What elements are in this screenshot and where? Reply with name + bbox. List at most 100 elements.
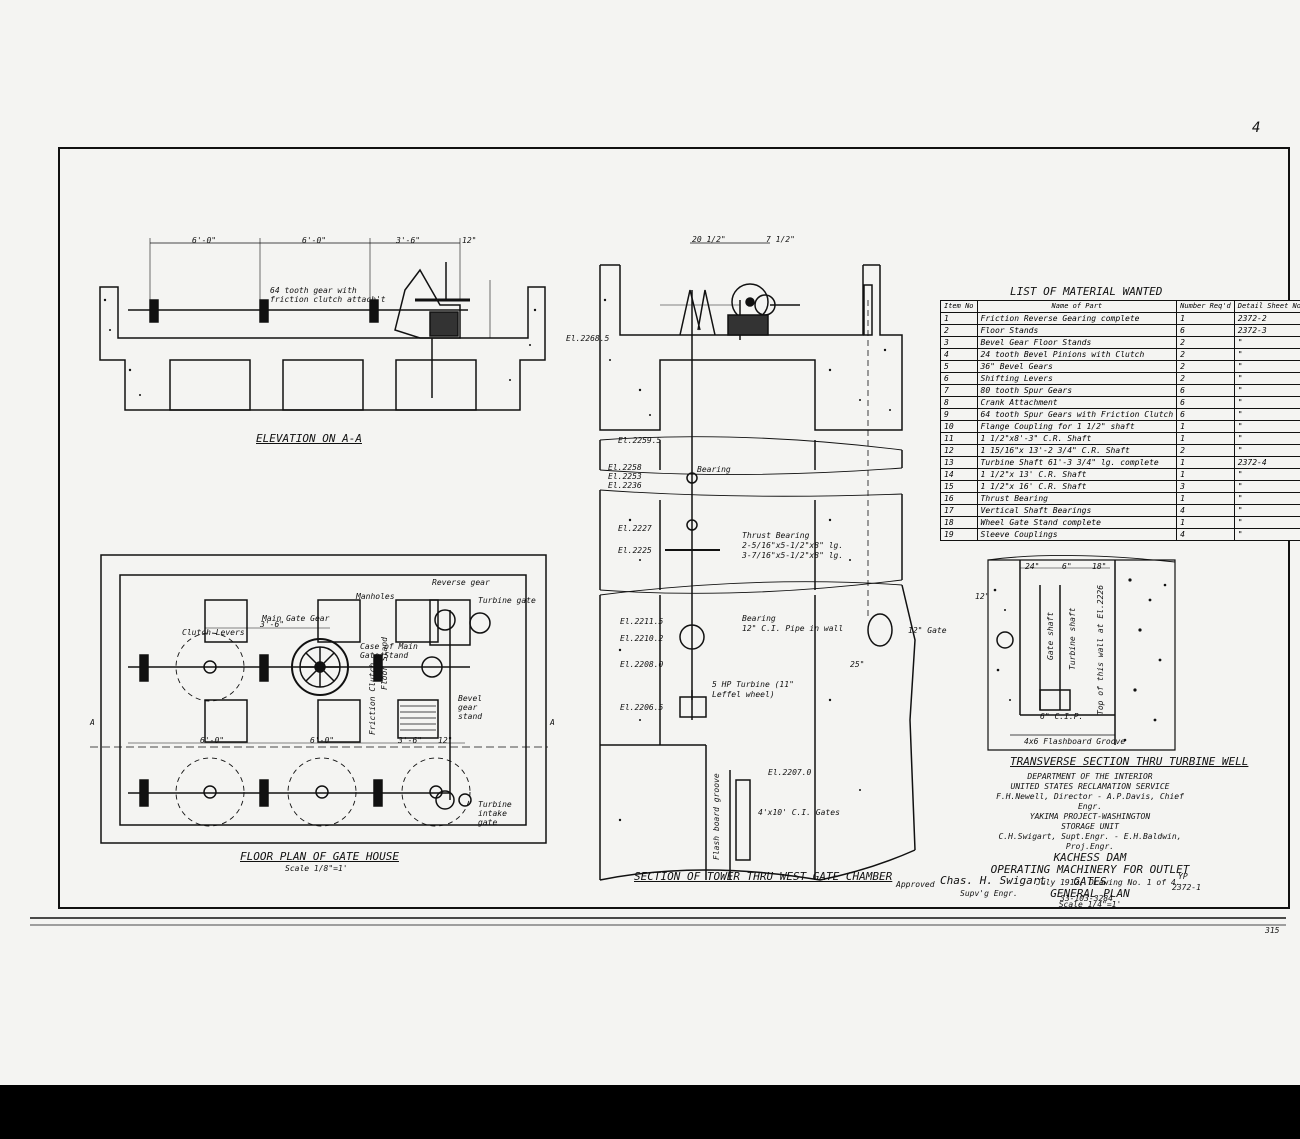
detail-cell: " [1233,492,1300,505]
el-4a-label: El.2227 [618,524,652,533]
cast-label: 6" C.I.P. [1040,712,1084,721]
floor-plan-scale: Scale 1/8"=1' [285,864,348,873]
part-name-cell: Vertical Shaft Bearings [976,504,1178,517]
item-no-cell: 11 [940,432,978,445]
col-number: Number Req'd [1176,300,1235,313]
plan-dim-1: 3'-6" [260,620,285,629]
number-cell: 2 [1176,444,1235,457]
elevation-gear-note: 64 tooth gear with friction clutch attac… [270,286,386,304]
el-6-label: El.2207.0 [768,768,812,777]
thrust-dim-2: 3-7/16"x5-1/2"x8" lg. [742,551,844,560]
col-name: Name of Part [976,300,1178,313]
drawing-linework [30,238,1286,926]
detail-cell: " [1233,444,1300,457]
title-line-6: C.H.Swigart, Supt.Engr. - E.H.Baldwin, P… [998,832,1182,851]
title-line-9: GENERAL PLAN [1050,887,1130,900]
item-no-cell: 15 [940,480,978,493]
clutch-levers-label: Clutch Levers [182,628,245,637]
col-item-no: Item No [940,300,978,313]
part-name-cell: Bevel Gear Floor Stands [976,336,1178,349]
item-no-cell: 9 [940,408,978,421]
elevation-dim-2: 6'-0" [302,236,327,245]
number-cell: 1 [1176,432,1235,445]
detail-cell: " [1233,528,1300,541]
section-mark-right: A [550,718,555,727]
friction-clutch-label: Friction Clutch [368,662,377,735]
turbine-gate-label: Turbine gate [478,596,536,605]
el-5b-label: El.2210.2 [620,634,664,643]
dim25-label: 25" [850,660,865,669]
plan-dim-2: 6'-0" [200,736,225,745]
el-2-label: El.2259.5 [618,436,662,445]
part-name-cell: 80 tooth Spur Gears [976,384,1178,397]
pipe-label: 12" C.I. Pipe in wall [742,624,844,633]
part-name-cell: 1 15/16"x 13'-2 3/4" C.R. Shaft [976,444,1178,457]
signature-title: Supv'g Engr. [960,889,1018,898]
title-line-10: Scale 1/4"=1' [1058,900,1122,909]
trans-dim-4: 12" [975,592,990,601]
tower-section-title: SECTION OF TOWER THRU WEST GATE CHAMBER [634,870,893,883]
corner-mark: 315 [1265,926,1280,935]
trans-dim-2: 6" [1062,562,1072,571]
number-cell: 1 [1176,492,1235,505]
number-cell: 4 [1176,528,1235,541]
item-no-cell: 8 [940,396,978,409]
part-name-cell: Floor Stands [976,324,1178,337]
elevation-dim-3: 3'-6" [396,236,421,245]
title-line-5: STORAGE UNIT [1061,822,1119,831]
part-name-cell: Crank Attachment [976,396,1178,409]
title-line-8: OPERATING MACHINERY FOR OUTLET GATES [990,863,1190,888]
detail-cell: " [1233,516,1300,529]
number-cell: 6 [1176,384,1235,397]
detail-cell: " [1233,348,1300,361]
detail-cell: 2372-3 [1233,324,1300,337]
part-name-cell: Friction Reverse Gearing complete [976,312,1178,325]
item-no-cell: 19 [940,528,978,541]
el-5c-label: El.2208.0 [620,660,664,669]
part-name-cell: 1 1/2"x8'-3" C.R. Shaft [976,432,1178,445]
title-line-1: DEPARTMENT OF THE INTERIOR [1027,772,1153,781]
title-line-4: YAKIMA PROJECT-WASHINGTON [1029,812,1151,821]
number-cell: 4 [1176,504,1235,517]
gates-label: 4'x10' C.I. Gates [758,808,840,817]
sheet-number: 4 [1252,120,1261,136]
drawing-code-2: 2372-1 [1172,883,1201,892]
turbine-label: 5 HP Turbine (11" Leffel wheel) [712,680,794,699]
item-no-cell: 12 [940,444,978,457]
item-no-cell: 10 [940,420,978,433]
detail-cell: " [1233,372,1300,385]
trans-dim-1: 24" [1025,562,1040,571]
part-name-cell: Thrust Bearing [976,492,1178,505]
plan-dim-3: 6'-0" [310,736,335,745]
item-no-cell: 16 [940,492,978,505]
number-cell: 2 [1176,372,1235,385]
el-5d-label: El.2206.5 [620,703,664,712]
flash-board-label: Flash board groove [712,773,721,860]
drawing-sheet [0,0,1300,1085]
item-no-cell: 5 [940,360,978,373]
title-line-3: F.H.Newell, Director - A.P.Davis, Chief … [996,792,1184,811]
number-cell: 1 [1176,420,1235,433]
detail-cell: " [1233,468,1300,481]
title-line-2: UNITED STATES RECLAMATION SERVICE [1010,782,1170,791]
detail-cell: 2372-4 [1233,456,1300,469]
part-name-cell: 24 tooth Bevel Pinions with Clutch [976,348,1178,361]
number-cell: 1 [1176,468,1235,481]
part-name-cell: Shifting Levers [976,372,1178,385]
detail-cell: " [1233,504,1300,517]
plan-dim-4: 3'-6" [398,736,423,745]
elevation-title: ELEVATION ON A-A [256,432,362,445]
item-no-cell: 2 [940,324,978,337]
part-name-cell: Turbine Shaft 61'-3 3/4" lg. complete [976,456,1178,469]
